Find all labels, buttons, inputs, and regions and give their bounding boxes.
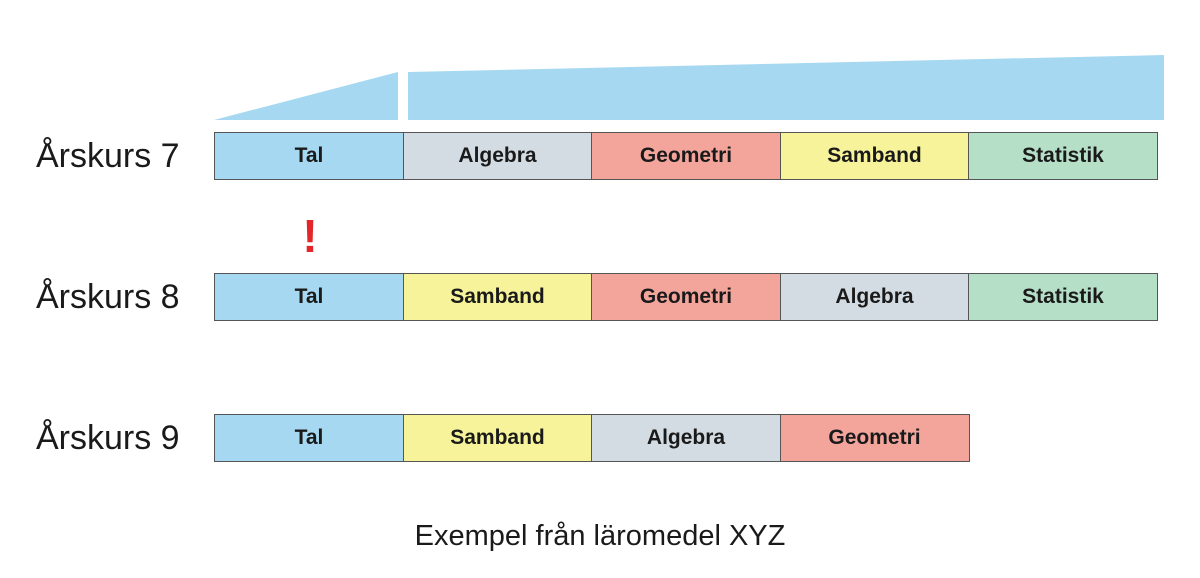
exclamation-icon: ! [302,210,318,262]
segment-algebra: Algebra [591,414,781,462]
segment-tal: Tal [214,273,404,321]
row-label-arskurs-8: Årskurs 8 [36,278,180,316]
segment-geometri: Geometri [779,414,970,462]
row-label-arskurs-9: Årskurs 9 [36,419,180,457]
segment-geometri: Geometri [591,132,781,180]
segment-samband: Samband [402,273,593,321]
segment-statistik: Statistik [968,273,1158,321]
segment-tal: Tal [214,132,404,180]
segment-algebra: Algebra [402,132,593,180]
wedge-large [408,55,1164,120]
segment-samband: Samband [779,132,970,180]
segment-statistik: Statistik [968,132,1158,180]
segment-algebra: Algebra [779,273,970,321]
segment-tal: Tal [214,414,404,462]
topic-bar-arskurs-9: Tal Samband Algebra Geometri [214,414,970,462]
segment-geometri: Geometri [591,273,781,321]
caption: Exempel från läromedel XYZ [414,520,786,552]
topic-bar-arskurs-7: Tal Algebra Geometri Samband Statistik [214,132,1158,180]
segment-samband: Samband [402,414,593,462]
row-label-arskurs-7: Årskurs 7 [36,137,180,175]
wedge-small [214,72,398,120]
emphasis-wedges [214,55,1164,120]
topic-bar-arskurs-8: Tal Samband Geometri Algebra Statistik [214,273,1158,321]
